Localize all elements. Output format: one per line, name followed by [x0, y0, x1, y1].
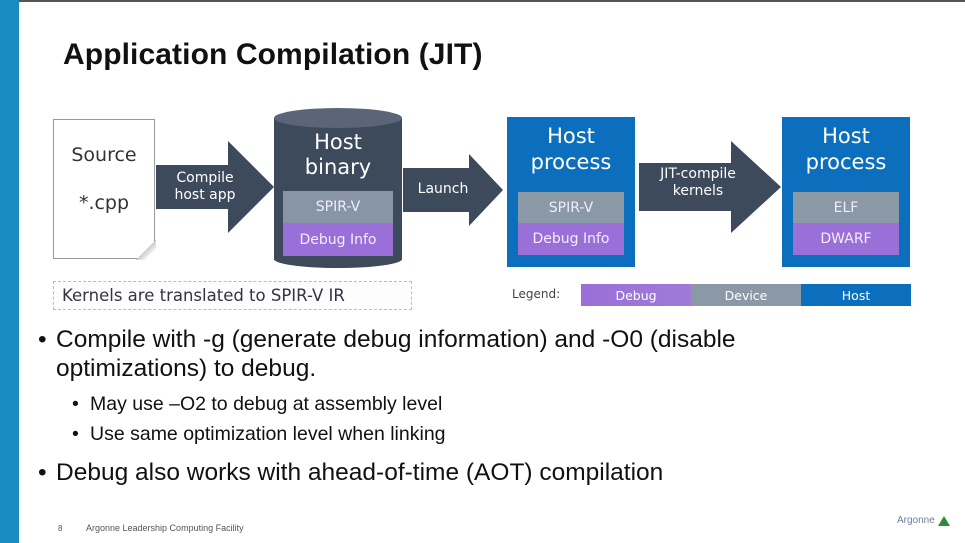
bullet-icon: • [72, 423, 79, 445]
host-process-1-spirv: SPIR-V [518, 192, 624, 223]
logo-text: Argonne [897, 515, 935, 526]
top-border [0, 0, 965, 2]
arrow-shape-icon [156, 141, 274, 233]
host-binary-title: Host binary [304, 130, 372, 179]
bullet-text: Use same optimization level when linking [90, 423, 446, 445]
footer-organization: Argonne Leadership Computing Facility [86, 523, 244, 533]
source-document: Source *.cpp [53, 119, 156, 260]
bullet-text: Debug also works with ahead-of-time (AOT… [56, 459, 664, 486]
host-binary-cylinder: Host binary SPIR-V Debug Info [274, 108, 402, 268]
jit-compile-arrow: JIT-compile kernels [639, 141, 781, 233]
cylinder-top [274, 108, 402, 128]
host-process-1-debug-info: Debug Info [518, 223, 624, 255]
legend-debug: Debug [581, 284, 691, 306]
launch-arrow: Launch [403, 154, 503, 226]
jit-compile-arrow-label: JIT-compile kernels [660, 166, 736, 199]
accent-bar [0, 0, 19, 543]
sub-bullet-item: • Use same optimization level when linki… [72, 423, 772, 446]
spirv-note: Kernels are translated to SPIR-V IR [53, 281, 412, 310]
host-process-2-dwarf: DWARF [793, 223, 899, 255]
bullet-text: May use –O2 to debug at assembly level [90, 393, 443, 415]
compile-arrow-label: Compile host app [174, 170, 236, 203]
page-fold-icon [136, 240, 156, 260]
bullet-text: Compile with -g (generate debug informat… [56, 326, 736, 382]
host-process-2: Host process ELF DWARF [782, 117, 910, 267]
argonne-logo: Argonne [897, 515, 950, 526]
legend-label: Legend: [512, 287, 561, 301]
legend-device: Device [691, 284, 801, 306]
host-binary-debug-info: Debug Info [283, 223, 393, 256]
sub-bullet-item: • May use –O2 to debug at assembly level [72, 393, 772, 416]
host-process-2-elf: ELF [793, 192, 899, 223]
host-process-1: Host process SPIR-V Debug Info [507, 117, 635, 267]
logo-triangle-icon [937, 515, 950, 526]
arrow-shape-icon [639, 141, 781, 233]
source-label: Source [71, 144, 137, 166]
host-binary-spirv: SPIR-V [283, 191, 393, 223]
launch-arrow-label: Launch [417, 180, 469, 197]
legend-host: Host [801, 284, 911, 306]
bullet-item: • Compile with -g (generate debug inform… [38, 325, 868, 383]
arrow-shape-icon [403, 154, 503, 226]
host-process-1-title: Host process [530, 124, 612, 174]
bullet-icon: • [38, 326, 47, 353]
source-extension: *.cpp [78, 192, 130, 214]
compile-arrow: Compile host app [156, 141, 274, 233]
bullet-icon: • [38, 459, 47, 486]
slide-title: Application Compilation (JIT) [63, 38, 483, 71]
page-number: 8 [58, 524, 63, 533]
bullet-item: • Debug also works with ahead-of-time (A… [38, 459, 868, 487]
bullet-icon: • [72, 393, 79, 415]
host-process-2-title: Host process [805, 124, 887, 174]
